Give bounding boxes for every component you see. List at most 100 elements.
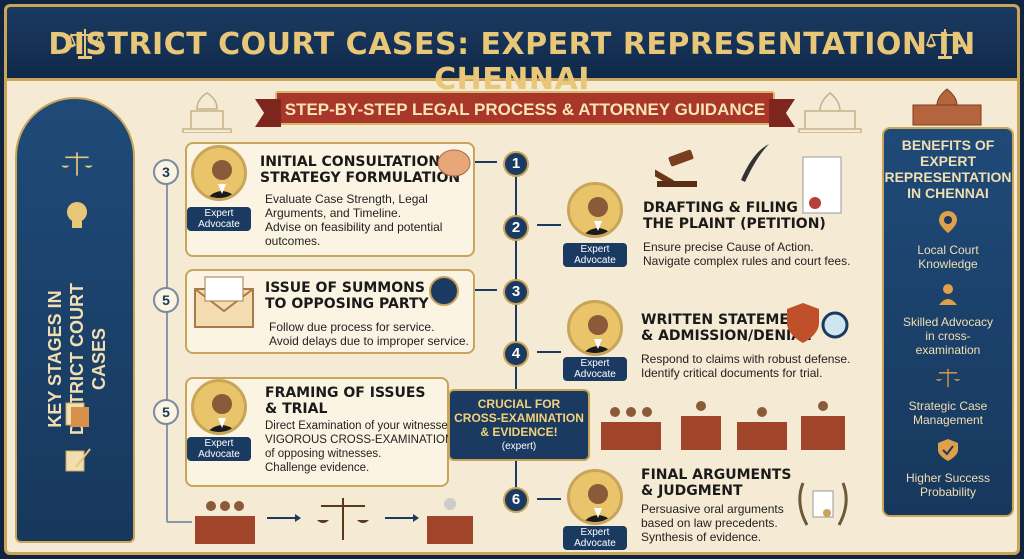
benefits-title: BENEFITS OF EXPERT REPRESENTATION IN CHE…	[884, 137, 1012, 201]
step-heading-line: FRAMING OF ISSUES	[265, 385, 426, 401]
step-heading-line: & JUDGMENT	[641, 483, 743, 499]
benefits-title-line: REPRESENTATION	[884, 169, 1012, 185]
brain-head-icon	[67, 202, 87, 228]
advocate-label-line: Expert	[580, 358, 610, 369]
step-number: 6	[503, 487, 529, 513]
benefit-text: Probability	[919, 485, 977, 499]
section-banner: STEP-BY-STEP LEGAL PROCESS & ATTORNEY GU…	[275, 91, 775, 125]
step-heading-line: THE PLAINT (PETITION)	[643, 216, 826, 232]
side-step-number: 5	[153, 399, 179, 425]
seal-icon	[429, 276, 459, 306]
scroll-quill-icon	[65, 448, 91, 472]
gavel-icon	[655, 149, 697, 187]
advocate-label-line: Expert	[204, 438, 234, 449]
benefits-title-line: IN CHENNAI	[907, 185, 989, 201]
advocate-avatar-icon	[191, 379, 247, 435]
step-heading: FINAL ARGUMENTS& JUDGMENT	[641, 467, 791, 499]
shield-magnifier-icon	[787, 303, 849, 343]
advocate-label-line: Advocate	[198, 449, 240, 460]
advocate-label-line: Expert	[580, 527, 610, 538]
step-heading-line: DRAFTING & FILING	[643, 200, 798, 216]
brain-icon	[437, 149, 471, 177]
step-number: 1	[503, 151, 529, 177]
advocate-label-line: Advocate	[574, 255, 616, 266]
step-body: Direct Examination of your witnesses. VI…	[265, 419, 457, 475]
temple-building-icon	[798, 92, 862, 133]
high-court-building-icon	[912, 88, 982, 126]
step-body-line: Advise on feasibility and potential	[265, 220, 443, 234]
step-number: 4	[503, 341, 529, 367]
benefits-title-line: BENEFITS OF	[901, 137, 995, 153]
envelope-icon	[194, 276, 254, 328]
benefit-text: Higher Success	[905, 471, 991, 485]
step-body: Follow due process for service. Avoid de…	[269, 320, 469, 348]
shield-check-icon	[938, 439, 958, 461]
advocate-group-icon	[939, 284, 957, 305]
benefit-text: Management	[912, 413, 984, 427]
step-body-line: Arguments, and Timeline.	[265, 206, 402, 220]
location-pin-icon	[939, 211, 957, 233]
step-heading-line: & ADMISSION/DENIAL	[641, 328, 812, 344]
benefit-text: Local Court	[917, 243, 979, 257]
step-heading-line: TO OPPOSING PARTY	[265, 296, 429, 312]
benefits-title-line: EXPERT	[919, 153, 976, 169]
benefits-panel: BENEFITS OF EXPERT REPRESENTATION IN CHE…	[882, 127, 1014, 517]
step-heading-line: WRITTEN STATEMENT	[641, 312, 811, 328]
step-body-line: Evaluate Case Strength, Legal	[265, 192, 428, 206]
step-heading-line: ISSUE OF SUMMONS	[265, 280, 425, 296]
advocate-label-line: Advocate	[574, 369, 616, 380]
crucial-callout: CRUCIAL FOR CROSS-EXAMINATION & EVIDENCE…	[448, 389, 590, 461]
step-body-line: Identify critical documents for trial.	[641, 366, 823, 380]
left-panel: KEY STAGES IN DISTRICT COURT CASES	[15, 97, 135, 543]
callout-note: (expert)	[501, 441, 537, 452]
step-body-line: Persuasive oral arguments	[641, 502, 784, 516]
trial-flow-illustration	[195, 498, 473, 544]
step-heading: INITIAL CONSULTATION &STRATEGY FORMULATI…	[260, 154, 460, 186]
step-body-line: Navigate complex rules and court fees.	[643, 254, 851, 268]
advocate-label-line: Expert	[204, 208, 234, 219]
callout-line: CRUCIAL FOR	[477, 397, 561, 411]
advocate-avatar-icon	[567, 469, 623, 525]
step-body-line: VIGOROUS CROSS-EXAMINATION	[265, 434, 454, 446]
advocate-avatar-icon	[191, 145, 247, 201]
callout-line: CROSS-EXAMINATION	[454, 411, 584, 425]
scales-of-justice-icon	[935, 368, 961, 388]
step-body-line: Follow due process for service.	[269, 320, 435, 334]
benefit-text: examination	[915, 343, 981, 357]
callout-line: & EVIDENCE!	[480, 425, 558, 439]
step-number: 3	[503, 279, 529, 305]
benefit-text: Knowledge	[918, 257, 978, 271]
step-heading-line: STRATEGY FORMULATION	[260, 170, 461, 186]
step-heading: FRAMING OF ISSUES& TRIAL	[265, 385, 426, 417]
step-number: 2	[503, 215, 529, 241]
benefit-text: Skilled Advocacy	[902, 315, 994, 329]
step-body-line: Direct Examination of your witnesses.	[265, 420, 457, 432]
legal-document-icon	[802, 156, 842, 214]
scales-of-justice-icon	[61, 152, 93, 176]
benefit-text: in cross-	[925, 329, 971, 343]
advocate-avatar-icon	[567, 300, 623, 356]
step-body-line: Ensure precise Cause of Action.	[643, 240, 814, 254]
court-building-icon	[182, 92, 232, 133]
step-body-line: Avoid delays due to improper service.	[269, 334, 469, 348]
advocate-label-line: Expert	[580, 244, 610, 255]
step-body: Respond to claims with robust defense. I…	[641, 352, 850, 380]
step-heading: WRITTEN STATEMENT& ADMISSION/DENIAL	[641, 312, 811, 344]
scales-of-justice-icon	[925, 29, 965, 59]
infographic-frame: DISTRICT COURT CASES: EXPERT REPRESENTAT…	[4, 4, 1020, 555]
step-heading-line: & TRIAL	[265, 401, 328, 417]
side-step-number: 3	[153, 159, 179, 185]
benefit-text: Strategic Case	[908, 399, 988, 413]
step-body-line: of opposing witnesses.	[265, 448, 382, 460]
step-body: Evaluate Case Strength, Legal Arguments,…	[265, 192, 442, 248]
